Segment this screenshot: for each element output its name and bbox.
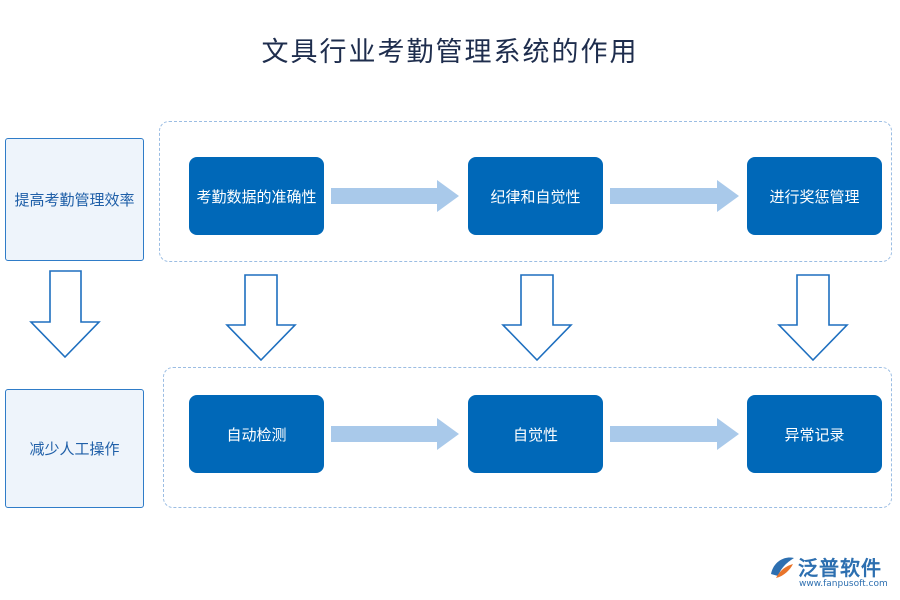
- arrow-down-col-3: [777, 274, 849, 362]
- arrow-down-side: [29, 270, 101, 359]
- row-label-reduce-manual: 减少人工操作: [5, 389, 144, 508]
- brand-logo: 泛普软件 www.fanpusoft.com: [768, 552, 894, 594]
- node-auto-detect: 自动检测: [189, 395, 324, 473]
- row-label-efficiency: 提高考勤管理效率: [5, 138, 144, 261]
- bottom-row-group: [163, 367, 892, 508]
- page-title: 文具行业考勤管理系统的作用: [261, 37, 639, 68]
- node-exception-record: 异常记录: [747, 395, 882, 473]
- arrow-down-col-1: [225, 274, 297, 362]
- logo-url: www.fanpusoft.com: [799, 579, 888, 589]
- logo-name: 泛普软件: [798, 556, 882, 580]
- node-self-discipline: 自觉性: [468, 395, 603, 473]
- top-row-group: [159, 121, 892, 262]
- fanpu-logo-icon: [771, 557, 794, 578]
- node-reward-punishment: 进行奖惩管理: [747, 157, 882, 235]
- arrow-down-col-2: [501, 274, 573, 362]
- node-attendance-accuracy: 考勤数据的准确性: [189, 157, 324, 235]
- node-discipline: 纪律和自觉性: [468, 157, 603, 235]
